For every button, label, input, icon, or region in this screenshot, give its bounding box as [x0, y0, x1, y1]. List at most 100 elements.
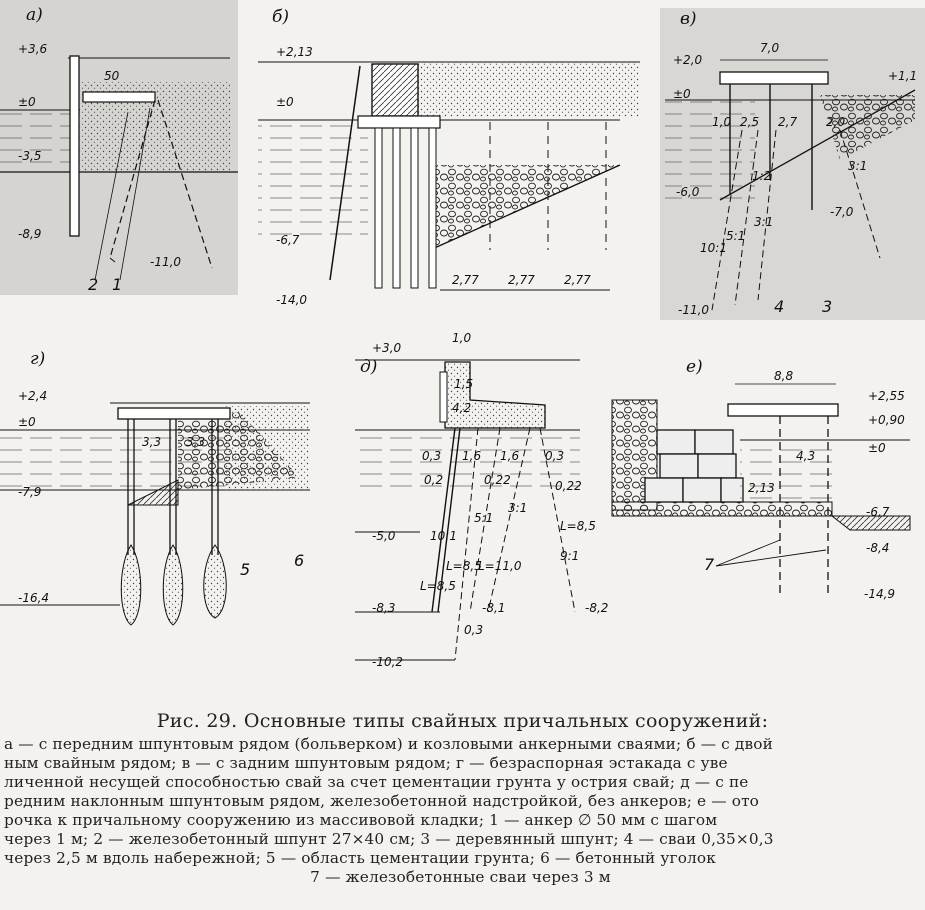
panel-a-mark: +3,6 [18, 42, 48, 56]
panel-e-dim: 2,13 [748, 481, 775, 495]
panel-g-mark: -16,4 [18, 591, 49, 605]
panel-v-letter: в) [680, 9, 697, 29]
panel-d-length: L=8,5 [420, 579, 456, 593]
panel-d-dim: 0,22 [555, 479, 582, 493]
caption-line: a — с передним шпунтовым рядом (больверк… [4, 735, 773, 753]
panel-v-callout: 3 [822, 297, 832, 316]
panel-v-slope: 10:1 [700, 241, 727, 255]
panel-b-mark: -6,7 [276, 233, 300, 247]
panel-e-dim: 4,3 [796, 449, 815, 463]
panel-e-dim: 8,8 [774, 369, 793, 383]
panel-d-dim: 0,22 [484, 473, 511, 487]
caption-title: Рис. 29. Основные типы свайных причальны… [156, 710, 769, 732]
panel-b: б) +2,13 ±0 -6,7 -14,0 2,77 2,77 2,77 [258, 7, 640, 307]
panel-v-slope: 3:1 [848, 159, 867, 173]
panel-v: в) 7,0 +2,0 ±0 +1,1 -6,0 -7,0 -11,0 1,0 … [660, 8, 925, 320]
panel-v-dim: 2,0 [826, 115, 845, 129]
panel-b-mark: ±0 [276, 95, 294, 109]
panel-e-letter: е) [686, 357, 703, 377]
figure-drawing: а) 50 +3,6 ±0 -3,5 -8,9 -11,0 2 1 б) +2,… [0, 0, 925, 669]
caption-line: через 1 м; 2 — железобетонный шпунт 27×4… [4, 830, 774, 848]
panel-v-slope: 5:1 [726, 229, 745, 243]
panel-v-dim: 7,0 [760, 41, 779, 55]
panel-v-slope: 1:2 [752, 169, 771, 183]
panel-d-mark: +3,0 [372, 341, 402, 355]
panel-e-mark: -14,9 [864, 587, 895, 601]
caption-body: a — с передним шпунтовым рядом (больверк… [4, 735, 917, 887]
panel-v-mark: -7,0 [830, 205, 854, 219]
panel-d-dim: 0,3 [464, 623, 483, 637]
panel-b-dim: 2,77 [452, 273, 479, 287]
panel-e-mark: +0,90 [868, 413, 905, 427]
panel-v-dim: 2,5 [740, 115, 759, 129]
panel-b-mark: +2,13 [276, 45, 313, 59]
figure-caption: Рис. 29. Основные типы свайных причальны… [0, 712, 925, 887]
panel-d-length: L=8,5 [446, 559, 482, 573]
panel-d-dim: 0,2 [424, 473, 443, 487]
panel-g-mark: +2,4 [18, 389, 47, 403]
panel-a-callout: 2 [88, 275, 98, 294]
panel-v-mark: -6,0 [676, 185, 700, 199]
panel-v-mark: +1,1 [888, 69, 917, 83]
panel-d-dim: 0,3 [545, 449, 564, 463]
panel-v-callout: 4 [774, 297, 784, 316]
masonry-blocks [644, 429, 744, 503]
panel-a-dim: 50 [104, 69, 120, 83]
panel-g-dim: 3,3 [142, 435, 161, 449]
panel-b-dim: 2,77 [564, 273, 591, 287]
panel-d-letter: д) [360, 357, 377, 377]
panel-d-dim: 4,2 [452, 401, 471, 415]
panel-e-mark: -8,4 [866, 541, 889, 555]
panel-g-letter: г) [30, 349, 45, 369]
panel-d-mark: -5,0 [372, 529, 396, 543]
panel-d-dim: 1,6 [500, 449, 519, 463]
panel-b-dim: 2,77 [508, 273, 535, 287]
caption-line: 7 — железобетонные сваи через 3 м [310, 868, 611, 886]
panel-g-mark: -7,9 [18, 485, 41, 499]
panel-v-dim: 1,0 [712, 115, 731, 129]
panel-d-length: L=8,5 [560, 519, 596, 533]
panel-v-mark: ±0 [673, 87, 691, 101]
panel-d-length: L=11,0 [478, 559, 522, 573]
panel-d-slope: 9:1 [560, 549, 579, 563]
panel-d-mark: -8,3 [372, 601, 395, 615]
panel-a-mark: -11,0 [150, 255, 181, 269]
panel-d: д) +3,0 -5,0 -8,3 -8,1 -8,2 -10,2 1,0 1,… [355, 331, 608, 669]
panel-a-mark: -8,9 [18, 227, 41, 241]
panel-a: а) 50 +3,6 ±0 -3,5 -8,9 -11,0 2 1 [0, 0, 238, 295]
panel-e-mark: ±0 [868, 441, 886, 455]
panel-e: е) 8,8 4,3 2,13 +2,55 +0,90 ±0 -6,7 -8,4… [611, 357, 911, 601]
panel-a-letter: а) [26, 5, 43, 25]
panel-d-dim: 1,5 [454, 377, 473, 391]
caption-line: через 2,5 м вдоль набережной; 5 — област… [4, 849, 716, 867]
panel-d-dim: 1,6 [462, 449, 481, 463]
panel-v-mark: -11,0 [678, 303, 709, 317]
caption-line: ным свайным рядом; в — с задним шпунтовы… [4, 754, 728, 772]
caption-line: рочка к причальному сооружению из массив… [4, 811, 718, 829]
panel-e-callout: 7 [704, 555, 715, 574]
panel-e-mark: +2,55 [868, 389, 905, 403]
panel-g-callout: 5 [240, 560, 250, 579]
panel-g-dim: 3,3 [186, 435, 205, 449]
panel-a-mark: ±0 [18, 95, 36, 109]
panel-d-dim: 1,0 [452, 331, 471, 345]
panel-v-slope: 3:1 [754, 215, 773, 229]
panel-g: г) +2,4 ±0 -7,9 -16,4 3,3 3,3 5 6 [0, 349, 310, 626]
panel-v-mark: +2,0 [673, 53, 703, 67]
panel-a-callout: 1 [112, 275, 122, 294]
panel-g-mark: ±0 [18, 415, 36, 429]
panel-g-callout: 6 [294, 551, 304, 570]
panel-d-slope: 10:1 [430, 529, 457, 543]
panel-d-mark: -8,2 [585, 601, 608, 615]
panel-d-mark: -8,1 [482, 601, 505, 615]
panel-d-dim: 0,3 [422, 449, 441, 463]
panel-v-dim: 2,7 [778, 115, 797, 129]
panel-d-slope: 3:1 [508, 501, 527, 515]
panel-b-mark: -14,0 [276, 293, 307, 307]
panel-a-mark: -3,5 [18, 149, 41, 163]
caption-line: личенной несущей способностью свай за сч… [4, 773, 749, 791]
panel-d-slope: 5:1 [474, 511, 493, 525]
panel-b-letter: б) [272, 7, 289, 27]
caption-line: редним наклонным шпунтовым рядом, железо… [4, 792, 760, 810]
panel-d-mark: -10,2 [372, 655, 403, 669]
